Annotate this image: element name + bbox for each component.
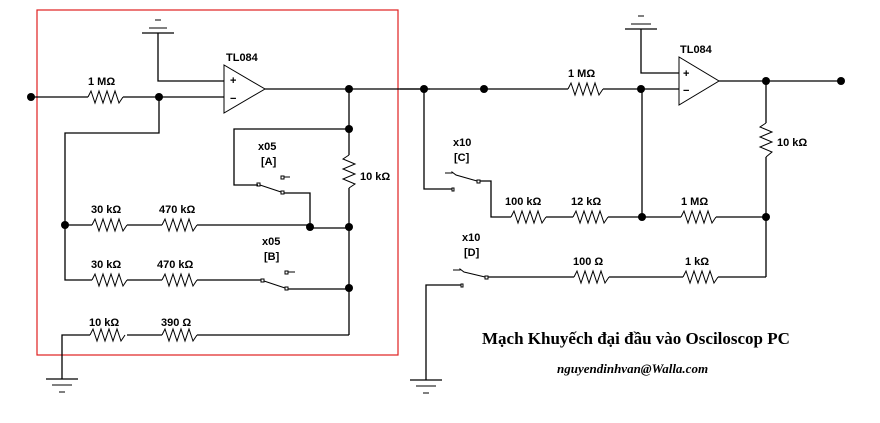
r-b2-label: 470 kΩ	[157, 259, 194, 271]
opamp1-minus: −	[230, 93, 236, 105]
resistor-r-in2	[567, 81, 604, 97]
resistor-r-d2	[682, 269, 719, 285]
r-d1-label: 100 Ω	[573, 256, 603, 268]
r-c2-label: 12 kΩ	[571, 196, 601, 208]
author-email: nguyendinhvan@Walla.com	[557, 361, 708, 376]
resistor-r-fb1	[341, 154, 357, 189]
switch-d[interactable]	[453, 268, 489, 288]
resistor-r-b1	[91, 272, 128, 288]
resistor-r-c2	[572, 209, 609, 225]
output-terminal[interactable]	[837, 77, 845, 85]
opamp2-minus: −	[683, 85, 689, 97]
switch-a[interactable]	[256, 175, 290, 195]
switch-b-gain: x05	[262, 236, 280, 248]
switch-b[interactable]	[260, 270, 295, 291]
ground-icon	[625, 15, 657, 30]
r-in2-label: 1 MΩ	[568, 68, 595, 80]
resistor-r-c3	[680, 209, 717, 225]
switch-d-gain: x10	[462, 232, 480, 244]
resistor-r-a1	[91, 217, 128, 233]
resistor-r-g2	[161, 327, 198, 343]
diagram-title: Mạch Khuyếch đại đầu vào Osciloscop PC	[482, 329, 790, 348]
resistor-r-b2	[161, 272, 198, 288]
stage1-opamp: + −	[223, 64, 266, 114]
ground-icon	[46, 378, 78, 393]
r-d2-label: 1 kΩ	[685, 256, 709, 268]
r-a2-label: 470 kΩ	[159, 204, 196, 216]
ground-icon	[410, 379, 442, 394]
switch-c-gain: x10	[453, 137, 471, 149]
resistor-r-c1	[510, 209, 547, 225]
r-c3-label: 1 MΩ	[681, 196, 708, 208]
r-b1-label: 30 kΩ	[91, 259, 121, 271]
opamp2-label: TL084	[680, 44, 713, 56]
switch-a-tag: [A]	[261, 156, 277, 168]
switch-d-tag: [D]	[464, 247, 480, 259]
switch-c-tag: [C]	[454, 152, 470, 164]
opamp2-plus: +	[683, 68, 689, 80]
resistor-r-fb2	[758, 122, 774, 158]
ground-icon	[142, 19, 174, 34]
opamp1-plus: +	[230, 75, 236, 87]
opamp1-label: TL084	[226, 52, 259, 64]
resistor-r-in1	[87, 89, 124, 105]
switch-a-gain: x05	[258, 141, 276, 153]
stage1-highlight-box	[36, 9, 399, 356]
r-a1-label: 30 kΩ	[91, 204, 121, 216]
resistor-r-d1	[573, 269, 610, 285]
resistor-r-g1	[89, 327, 126, 343]
r-fb2-label: 10 kΩ	[777, 137, 807, 149]
stage2-opamp: + −	[678, 56, 720, 106]
r-fb1-label: 10 kΩ	[360, 171, 390, 183]
resistor-r-a2	[161, 217, 198, 233]
r-g1-label: 10 kΩ	[89, 317, 119, 329]
r-g2-label: 390 Ω	[161, 317, 191, 329]
r-c1-label: 100 kΩ	[505, 196, 542, 208]
switch-b-tag: [B]	[264, 251, 280, 263]
r-in1-label: 1 MΩ	[88, 76, 115, 88]
switch-c[interactable]	[445, 171, 481, 192]
